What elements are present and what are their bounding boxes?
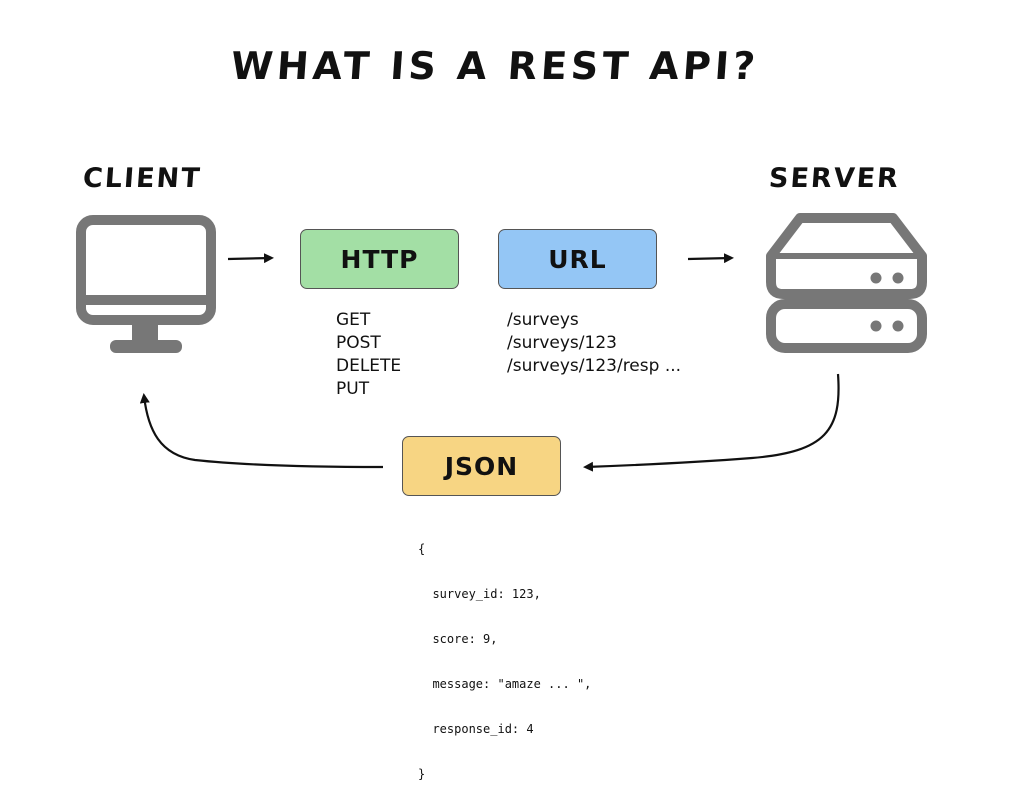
diagram-canvas (76, 213, 927, 472)
url-box: URL (498, 229, 657, 289)
url-path: /surveys/123/resp ... (507, 356, 682, 376)
http-method: DELETE (336, 356, 402, 376)
json-example: { survey_id: 123, score: 9, message: "am… (418, 512, 591, 797)
json-line: } (418, 767, 426, 781)
monitor-icon (76, 215, 216, 353)
arrow-url-to-server (687, 253, 734, 264)
json-line: { (418, 542, 426, 556)
json-line: response_id: 4 (418, 722, 534, 736)
arrow-server-to-json (583, 373, 840, 472)
server-icon (766, 213, 927, 353)
json-line: survey_id: 123, (418, 587, 541, 601)
json-line: score: 9, (418, 632, 498, 646)
url-path: /surveys/123 (507, 333, 617, 353)
arrow-json-to-client (139, 393, 384, 469)
arrow-client-to-http (227, 253, 274, 264)
json-box: JSON (402, 436, 561, 496)
url-path: /surveys (507, 310, 579, 330)
url-paths-list: /surveys /surveys/123 /surveys/123/resp … (507, 309, 681, 378)
http-method: PUT (336, 379, 370, 399)
json-line: message: "amaze ... ", (418, 677, 592, 691)
http-method: POST (336, 333, 381, 353)
http-box: HTTP (300, 229, 459, 289)
http-method: GET (336, 310, 371, 330)
http-methods-list: GET POST DELETE PUT (336, 309, 401, 401)
